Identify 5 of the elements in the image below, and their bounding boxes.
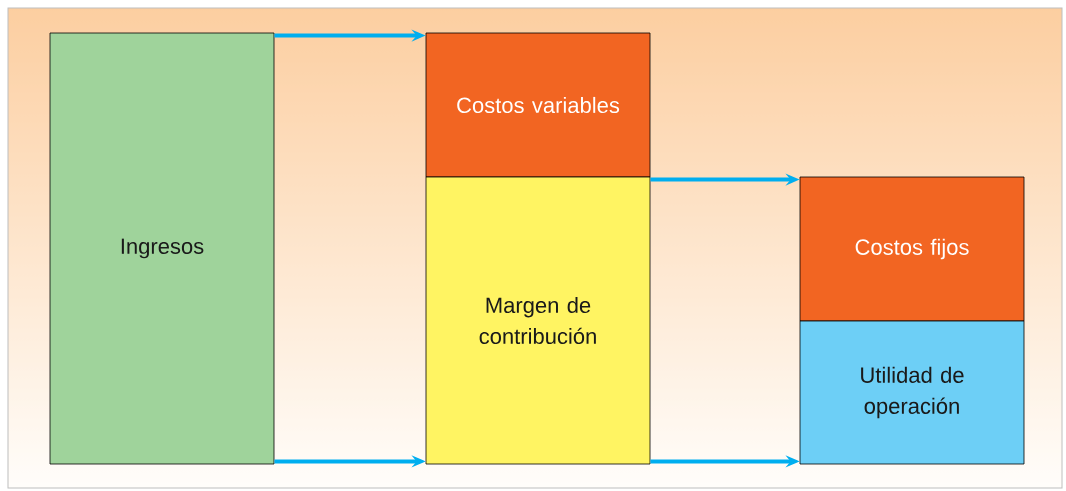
block: Costos fijos <box>799 176 1025 322</box>
block: Margen de contribución <box>425 176 651 465</box>
block: Utilidad de operación <box>799 320 1025 465</box>
block: Costos variables <box>425 32 651 178</box>
block: Ingresos <box>49 32 275 465</box>
